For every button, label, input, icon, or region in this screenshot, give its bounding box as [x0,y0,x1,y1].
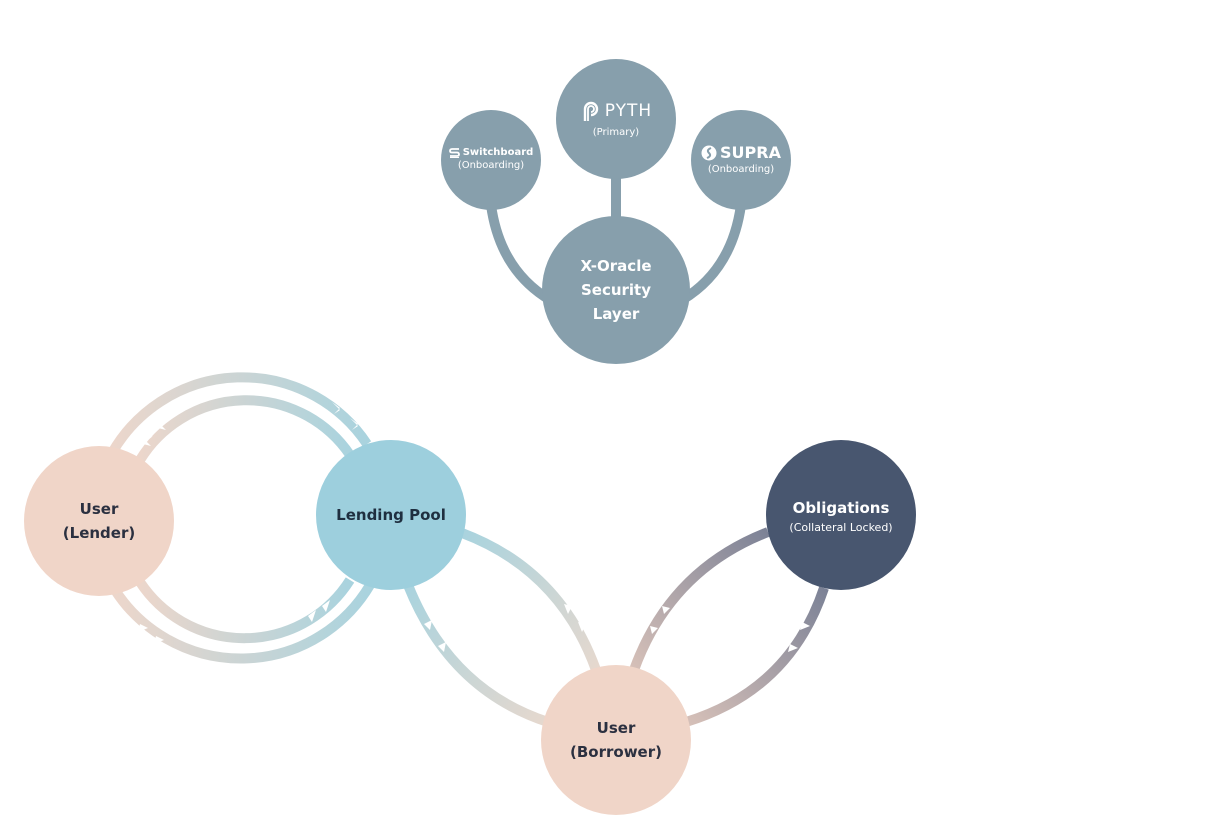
pyth-brand: PYTH [580,99,652,123]
arrow-chevron [578,622,586,632]
flow-arc-outer-bottom [110,582,375,664]
lender-line2: (Lender) [62,524,136,542]
pyth-status: (Primary) [592,126,640,138]
switchboard-logo-icon [448,147,460,158]
lending-pool-label: Lending Pool [336,506,446,524]
borrower-line1: User [596,719,636,737]
flow-borrower-to-obligations [629,527,770,672]
switchboard-oracle-node[interactable]: Switchboard (Onboarding) [441,110,541,210]
pyth-name: PYTH [604,100,653,121]
supra-status: (Onboarding) [707,164,775,175]
lending-pool-node[interactable]: Lending Pool [316,440,466,590]
x-oracle-security-layer-node[interactable]: X-Oracle Security Layer [542,216,690,364]
obligations-subtitle: (Collateral Locked) [789,520,893,534]
arrow-chevron [662,606,670,614]
supra-oracle-node[interactable]: SUPRA (Onboarding) [691,110,791,210]
obligations-node[interactable]: Obligations (Collateral Locked) [766,440,916,590]
pyth-logo-icon [580,99,602,123]
arrow-chevron [424,620,432,630]
switchboard-name: Switchboard [462,147,534,158]
arrow-chevron [788,644,798,652]
borrower-line2: (Borrower) [570,743,662,761]
security-layer-line1: X-Oracle [580,257,652,275]
flow-arrows [138,402,810,652]
security-layer-line2: Security [580,281,652,299]
obligations-title: Obligations [792,498,890,517]
arrow-chevron [438,642,446,652]
arrow-chevron [564,604,572,614]
arrow-chevron [322,600,330,612]
arrow-chevron [158,420,168,430]
flow-arc-inner-top [135,395,355,463]
flow-pool-to-borrower [460,528,601,672]
connector-switchboard [486,204,553,305]
flow-arc-inner-bottom [135,577,355,644]
borrower-obligation-flows [629,527,829,727]
arrow-chevron [143,436,153,446]
supra-logo-icon [701,145,717,161]
arrow-chevron [800,622,810,630]
connector-supra [679,204,746,305]
arrow-chevron [350,418,358,430]
pyth-oracle-node[interactable]: PYTH (Primary) [556,59,676,179]
supra-brand: SUPRA [701,143,781,162]
lender-line1: User [79,500,119,518]
switchboard-brand: Switchboard [448,147,534,158]
pool-borrower-flows [403,528,601,727]
user-borrower-node[interactable]: User (Borrower) [541,665,691,815]
arrow-chevron [332,402,340,414]
flow-obligations-to-borrower [684,586,829,727]
arrow-chevron [138,624,148,632]
arrow-chevron [308,610,316,622]
security-layer-line3: Layer [592,305,640,323]
supra-name: SUPRA [720,143,781,162]
arrow-chevron [154,636,164,644]
flow-borrower-to-pool [403,583,550,727]
user-lender-node[interactable]: User (Lender) [24,446,174,596]
arrow-chevron [650,626,658,634]
switchboard-status: (Onboarding) [457,160,525,171]
